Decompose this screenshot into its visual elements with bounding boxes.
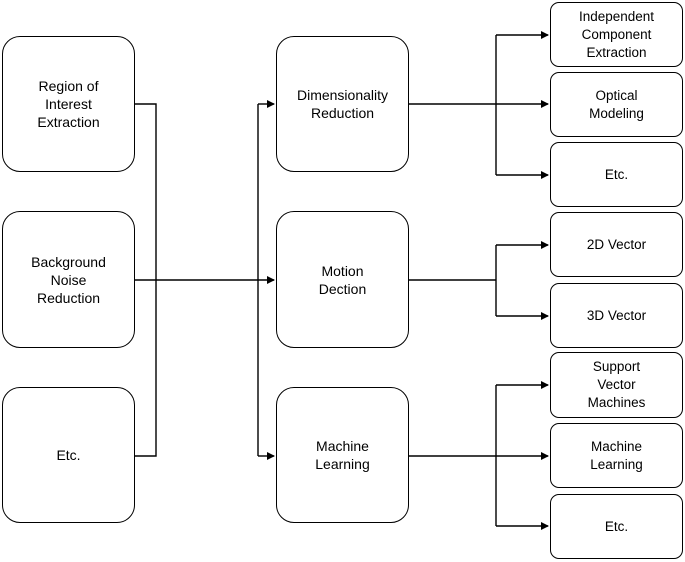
box-label: Independent Component Extraction [578, 8, 655, 60]
box-background-noise: Background Noise Reduction [2, 211, 135, 348]
box-label: Machine Learning [590, 438, 643, 472]
box-learning-etc: Etc. [550, 494, 683, 559]
box-machine-learning-option: Machine Learning [550, 423, 683, 488]
box-dimensionality-etc: Etc. [550, 142, 683, 207]
box-optical-modeling: Optical Modeling [550, 72, 683, 137]
box-2d-vector: 2D Vector [550, 212, 683, 277]
box-label: Etc. [56, 447, 81, 463]
box-label: 3D Vector [586, 307, 647, 323]
box-dimensionality-reduction: Dimensionality Reduction [276, 36, 409, 172]
box-label: Motion Dection [318, 262, 367, 297]
box-label: Optical Modeling [589, 87, 644, 121]
box-label: Dimensionality Reduction [296, 87, 389, 121]
box-preprocessing-etc: Etc. [2, 387, 135, 523]
box-label: Etc. [604, 166, 629, 182]
box-label: Support Vector Machines [587, 359, 646, 410]
box-motion-detection: Motion Dection [276, 211, 409, 348]
box-3d-vector: 3D Vector [550, 283, 683, 348]
box-region-of-interest: Region of Interest Extraction [2, 36, 135, 172]
box-label: Background Noise Reduction [31, 253, 106, 306]
box-label: Etc. [604, 518, 629, 534]
box-support-vector-machines: Support Vector Machines [550, 352, 683, 418]
box-independent-component-extraction: Independent Component Extraction [550, 2, 683, 67]
box-label: Region of Interest Extraction [37, 78, 100, 130]
box-machine-learning: Machine Learning [276, 387, 409, 523]
box-label: Machine Learning [315, 438, 370, 472]
box-label: 2D Vector [586, 236, 647, 252]
